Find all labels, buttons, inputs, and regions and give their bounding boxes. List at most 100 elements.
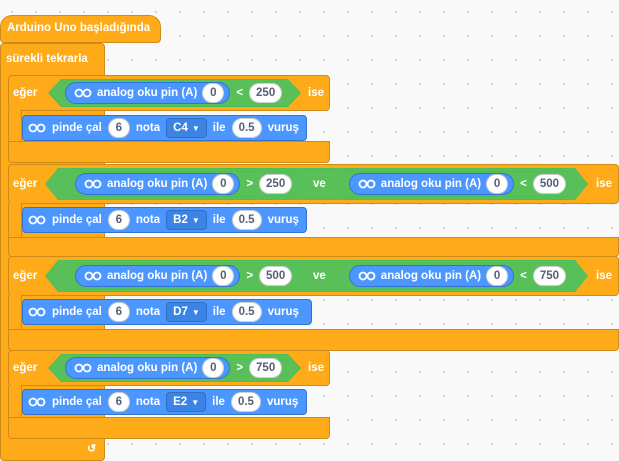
value-input[interactable]: 500 xyxy=(259,266,292,286)
play-note-block[interactable]: pinde çal 6 nota C4▼ ile 0.5 vuruş xyxy=(22,115,307,141)
then-label: ise xyxy=(596,178,612,190)
pin-input[interactable]: 0 xyxy=(486,266,508,286)
dropdown-caret-icon: ▼ xyxy=(191,397,200,407)
beat-label: vuruş xyxy=(267,306,299,318)
if-label: eğer xyxy=(13,178,38,190)
then-label: ise xyxy=(308,362,324,374)
note-label: nota xyxy=(135,396,161,408)
then-label: ise xyxy=(308,87,324,99)
play-pin-label: pinde çal xyxy=(52,306,102,318)
if-block-3-foot xyxy=(8,329,619,351)
if-block-1-foot xyxy=(8,141,330,163)
analog-read-label: analog oku pin (A) xyxy=(380,178,482,190)
if-label: eğer xyxy=(13,362,38,374)
play-note-block[interactable]: pinde çal 6 nota D7▼ ile 0.5 vuruş xyxy=(22,299,312,325)
analog-read-reporter[interactable]: analog oku pin (A) 0 xyxy=(349,265,514,287)
dropdown-caret-icon: ▼ xyxy=(191,215,200,225)
operator-symbol: > xyxy=(246,178,254,190)
note-dropdown[interactable]: E2▼ xyxy=(166,392,207,412)
operator-symbol: < xyxy=(520,270,527,282)
analog-read-label: analog oku pin (A) xyxy=(97,87,198,99)
and-operator[interactable]: analog oku pin (A) 0 > 250 ve analog oku… xyxy=(45,168,588,200)
beat-label: vuruş xyxy=(267,122,299,134)
greater-than-operator[interactable]: analog oku pin (A) 0 > 750 xyxy=(48,354,301,382)
arduino-infinity-icon xyxy=(74,87,92,99)
pin-input[interactable]: 6 xyxy=(107,392,130,412)
note-dropdown[interactable]: C4▼ xyxy=(166,118,207,138)
operator-symbol: > xyxy=(236,362,244,374)
pin-input[interactable]: 6 xyxy=(107,302,130,322)
beat-input[interactable]: 0.5 xyxy=(231,210,262,230)
and-label: ve xyxy=(313,270,326,282)
pin-input[interactable]: 6 xyxy=(107,118,130,138)
note-value: C4 xyxy=(173,122,188,134)
value-input[interactable]: 500 xyxy=(533,174,566,194)
arduino-infinity-icon xyxy=(358,178,376,190)
analog-read-reporter[interactable]: analog oku pin (A) 0 xyxy=(65,82,230,104)
if-block-1-arm xyxy=(8,110,22,142)
analog-read-reporter[interactable]: analog oku pin (A) 0 xyxy=(75,265,240,287)
arduino-infinity-icon xyxy=(28,122,46,134)
dropdown-caret-icon: ▼ xyxy=(191,307,200,317)
if-block-4-arm xyxy=(8,385,22,418)
note-dropdown[interactable]: B2▼ xyxy=(166,210,207,230)
pin-input[interactable]: 0 xyxy=(486,174,508,194)
if-block-2-foot xyxy=(8,237,619,257)
greater-than-operator[interactable]: analog oku pin (A) 0 > 500 xyxy=(60,263,305,289)
operator-symbol: < xyxy=(236,87,244,99)
pin-input[interactable]: 0 xyxy=(202,83,224,103)
if-block-3-arm xyxy=(8,295,22,330)
note-label: nota xyxy=(135,214,161,226)
greater-than-operator[interactable]: analog oku pin (A) 0 > 250 xyxy=(60,171,305,197)
note-label: nota xyxy=(135,122,161,134)
if-label: eğer xyxy=(13,270,38,282)
arduino-infinity-icon xyxy=(28,306,46,318)
beat-input[interactable]: 0.5 xyxy=(231,302,262,322)
less-than-operator[interactable]: analog oku pin (A) 0 < 750 xyxy=(334,263,579,289)
analog-read-reporter[interactable]: analog oku pin (A) 0 xyxy=(65,357,230,379)
arduino-infinity-icon xyxy=(84,270,102,282)
pin-input[interactable]: 0 xyxy=(202,358,224,378)
value-input[interactable]: 750 xyxy=(249,358,282,378)
analog-read-label: analog oku pin (A) xyxy=(107,178,208,190)
operator-symbol: > xyxy=(246,270,254,282)
when-arduino-starts-block[interactable]: Arduino Uno başladığında xyxy=(0,15,161,43)
value-input[interactable]: 250 xyxy=(259,174,292,194)
then-label: ise xyxy=(596,270,612,282)
note-value: E2 xyxy=(173,396,188,408)
play-pin-label: pinde çal xyxy=(52,396,102,408)
analog-read-label: analog oku pin (A) xyxy=(97,362,198,374)
with-label: ile xyxy=(212,122,226,134)
play-pin-label: pinde çal xyxy=(52,122,102,134)
loop-arrow-icon: ↺ xyxy=(87,443,97,455)
analog-read-label: analog oku pin (A) xyxy=(380,270,482,282)
analog-read-reporter[interactable]: analog oku pin (A) 0 xyxy=(75,173,240,195)
analog-read-reporter[interactable]: analog oku pin (A) 0 xyxy=(349,173,514,195)
with-label: ile xyxy=(212,306,226,318)
beat-input[interactable]: 0.5 xyxy=(230,392,261,412)
pin-input[interactable]: 6 xyxy=(107,210,130,230)
arduino-infinity-icon xyxy=(28,214,46,226)
pin-input[interactable]: 0 xyxy=(212,174,234,194)
less-than-operator[interactable]: analog oku pin (A) 0 < 500 xyxy=(334,171,579,197)
and-operator[interactable]: analog oku pin (A) 0 > 500 ve analog oku… xyxy=(45,260,588,292)
pin-input[interactable]: 0 xyxy=(212,266,234,286)
arduino-infinity-icon xyxy=(84,178,102,190)
if-block-2-arm xyxy=(8,203,22,238)
value-input[interactable]: 750 xyxy=(533,266,566,286)
with-label: ile xyxy=(212,214,226,226)
analog-read-label: analog oku pin (A) xyxy=(107,270,208,282)
arduino-infinity-icon xyxy=(74,362,92,374)
note-value: D7 xyxy=(173,306,188,318)
value-input[interactable]: 250 xyxy=(249,83,282,103)
play-note-block[interactable]: pinde çal 6 nota B2▼ ile 0.5 vuruş xyxy=(22,207,307,233)
note-dropdown[interactable]: D7▼ xyxy=(166,302,207,322)
note-value: B2 xyxy=(173,214,188,226)
play-pin-label: pinde çal xyxy=(52,214,102,226)
beat-input[interactable]: 0.5 xyxy=(231,118,262,138)
dropdown-caret-icon: ▼ xyxy=(191,123,200,133)
less-than-operator[interactable]: analog oku pin (A) 0 < 250 xyxy=(48,79,301,107)
play-note-block[interactable]: pinde çal 6 nota E2▼ ile 0.5 vuruş xyxy=(22,389,307,415)
beat-label: vuruş xyxy=(267,214,299,226)
if-block-4-foot xyxy=(8,417,330,439)
